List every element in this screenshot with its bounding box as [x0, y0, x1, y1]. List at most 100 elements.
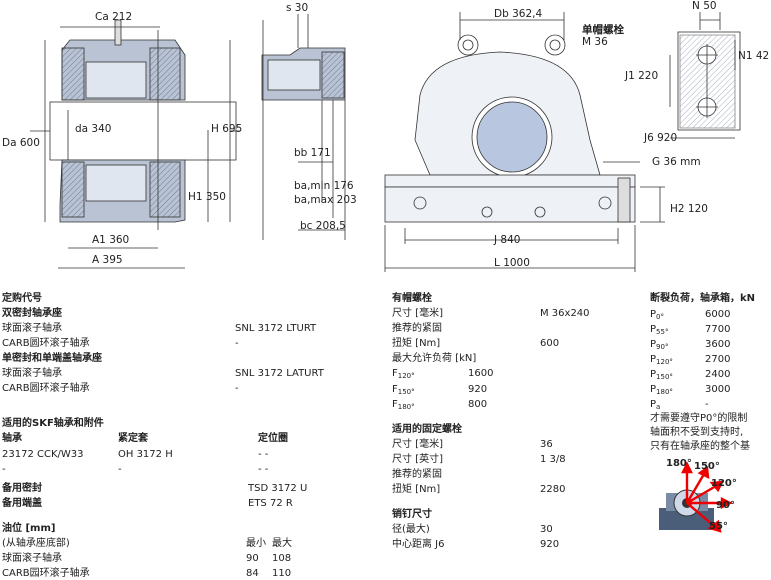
p-value: 6000	[705, 309, 731, 320]
single-row-value: SNL 3172 LATURT	[235, 368, 324, 379]
order-title: 定购代号	[2, 293, 42, 304]
acc-cell: -	[118, 464, 122, 475]
p-label: Pa	[650, 399, 661, 411]
dim-bamax: ba,max 203	[294, 194, 357, 206]
double-row-value: -	[235, 338, 239, 349]
oil-min-header: 最小	[246, 538, 266, 549]
p-label: P120°	[650, 354, 673, 366]
fix-torque-label: 扭矩 [Nm]	[392, 484, 441, 495]
dim-bb: bb 171	[294, 147, 331, 159]
breaking-load-title: 断裂负荷，轴承箱，kN	[650, 293, 756, 304]
dim-db: Db 362,4	[494, 8, 543, 20]
acc-cell: - -	[258, 464, 269, 475]
p-label: P180°	[650, 384, 673, 396]
p-value: 2400	[705, 369, 731, 380]
acc-cell: OH 3172 H	[118, 449, 173, 460]
dim-da-big: Da 600	[2, 137, 40, 149]
dim-bc: bc 208,5	[300, 220, 346, 232]
dim-ca: Ca 212	[95, 11, 133, 23]
dim-a: A 395	[92, 254, 123, 266]
single-row-label: CARB圆环滚子轴承	[2, 383, 90, 394]
fix-torque-rec: 推荐的紧固	[392, 469, 442, 480]
fix-torque-value: 2280	[540, 484, 566, 495]
spare-cap-value: ETS 72 R	[248, 498, 293, 509]
oil-row-min: 90	[246, 553, 259, 564]
double-row-label: 球面滚子轴承	[2, 323, 62, 334]
oil-row-min: 84	[246, 568, 259, 579]
oil-row-max: 110	[272, 568, 292, 579]
angle-120: 120°	[711, 478, 737, 489]
p-label: P55°	[650, 324, 669, 336]
p-value: 7700	[705, 324, 731, 335]
note-line: 只有在轴承座的整个基	[650, 441, 750, 452]
dim-j6: J6 920	[644, 132, 678, 144]
p-value: 3600	[705, 339, 731, 350]
acc-header: 定位圈	[258, 433, 288, 444]
load-direction-diagram	[659, 461, 733, 533]
dim-g: G 36 mm	[652, 156, 701, 168]
p-value: 2700	[705, 354, 731, 365]
dim-s: s 30	[286, 2, 309, 14]
oil-max-header: 最大	[272, 538, 292, 549]
single-row-label: 球面滚子轴承	[2, 368, 62, 379]
cap-bolt-title: 有帽螺栓	[392, 293, 432, 304]
double-row-label: CARB圆环滚子轴承	[2, 338, 90, 349]
oil-row-label: 球面滚子轴承	[2, 553, 62, 564]
dim-a1: A1 360	[92, 234, 130, 246]
p-value: -	[705, 399, 709, 410]
angle-180: 180°	[666, 458, 692, 469]
oil-title: 油位 [mm]	[2, 523, 56, 534]
dowel-center-label: 中心距离 J6	[392, 539, 445, 550]
p-label: P0°	[650, 309, 664, 321]
load-value: 1600	[468, 368, 494, 379]
acc-header: 轴承	[2, 433, 22, 444]
single-row-value: -	[235, 383, 239, 394]
dim-n1: N1 42	[738, 50, 770, 62]
dowel-max-label: 径(最大)	[392, 524, 430, 535]
fix-size-in-value: 1 3/8	[540, 454, 566, 465]
dowel-max-value: 30	[540, 524, 553, 535]
note-line: 轴面积不受到支持时,	[650, 427, 744, 438]
max-load-label: 最大允许负荷 [kN]	[392, 353, 477, 364]
acc-cell: -	[2, 464, 6, 475]
dim-bamin: ba,min 176	[294, 180, 354, 192]
dowel-title: 销钉尺寸	[392, 509, 432, 520]
angle-55: 55°	[709, 521, 728, 532]
torque-value: 600	[540, 338, 560, 349]
fix-size-mm-label: 尺寸 [毫米]	[392, 439, 443, 450]
dim-h2: H2 120	[670, 203, 708, 215]
torque-label: 扭矩 [Nm]	[392, 338, 441, 349]
load-value: 800	[468, 399, 488, 410]
double-seal-title: 双密封轴承座	[2, 308, 62, 319]
oil-row-label: CARB园环滚子轴承	[2, 568, 90, 579]
load-label: F120°	[392, 368, 415, 380]
angle-150: 150°	[694, 461, 720, 472]
double-row-value: SNL 3172 LTURT	[235, 323, 317, 334]
single-seal-title: 单密封和单端盖轴承座	[2, 353, 102, 364]
dim-h1: H1 350	[188, 191, 226, 203]
fix-size-mm-value: 36	[540, 439, 553, 450]
dim-j1: J1 220	[625, 70, 659, 82]
size-mm-label: 尺寸 [毫米]	[392, 308, 443, 319]
spare-cap-label: 备用端盖	[2, 498, 42, 509]
dim-da-small: da 340	[75, 123, 112, 135]
dim-n: N 50	[692, 0, 717, 12]
size-mm-value: M 36x240	[540, 308, 590, 319]
dowel-center-value: 920	[540, 539, 560, 550]
dim-h: H 695	[211, 123, 243, 135]
load-value: 920	[468, 384, 488, 395]
p-value: 3000	[705, 384, 731, 395]
p-label: P150°	[650, 369, 673, 381]
acc-cell: - -	[258, 449, 269, 460]
technical-drawing	[30, 12, 741, 272]
fix-size-in-label: 尺寸 [英寸]	[392, 454, 443, 465]
spare-seal-label: 备用密封	[2, 483, 42, 494]
oil-row-max: 108	[272, 553, 292, 564]
load-label: F180°	[392, 399, 415, 411]
fix-bolt-title: 适用的固定螺栓	[392, 424, 462, 435]
acc-cell: 23172 CCK/W33	[2, 449, 84, 460]
dim-j: J 840	[494, 234, 521, 246]
bolt-title: 单帽螺栓	[582, 24, 624, 36]
acc-header: 紧定套	[118, 433, 148, 444]
bolt-m: M 36	[582, 36, 608, 48]
